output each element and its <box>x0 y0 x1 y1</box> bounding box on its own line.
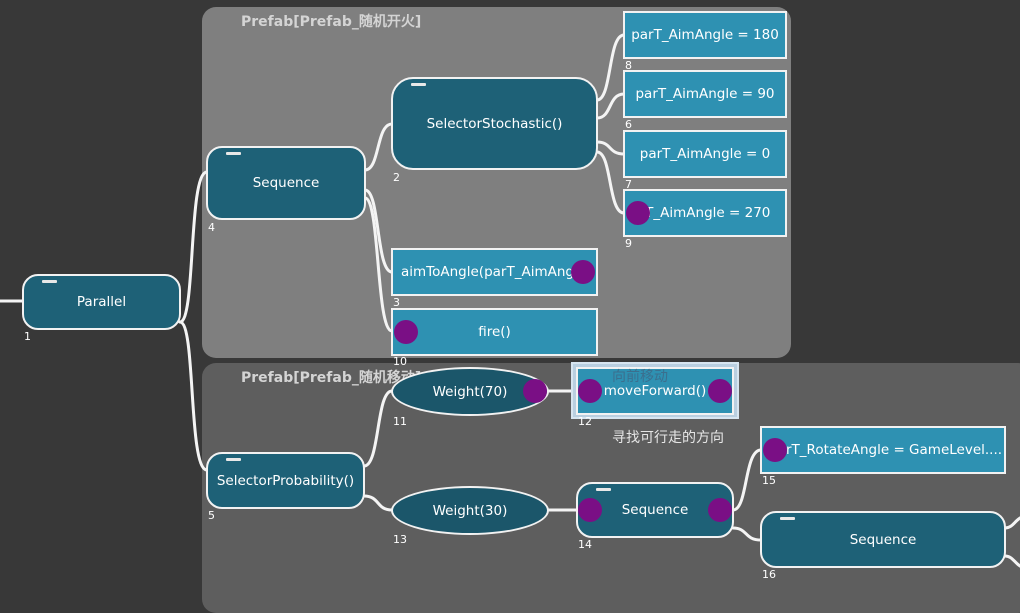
node-index: 1 <box>24 330 31 343</box>
node-sequence-c[interactable]: Sequence <box>760 511 1006 568</box>
node-index: 16 <box>762 568 776 581</box>
node-index: 11 <box>393 415 407 428</box>
node-selector-probability[interactable]: SelectorProbability() <box>206 452 365 509</box>
node-index: 14 <box>578 538 592 551</box>
node-index: 7 <box>625 178 632 191</box>
node-label: parT_AimAngle = 90 <box>635 86 775 102</box>
breakpoint-dot[interactable] <box>578 379 602 403</box>
wire-prob-w70 <box>362 389 394 468</box>
node-aim-270[interactable]: rT_AimAngle = 270 <box>623 189 787 237</box>
breakpoint-dot[interactable] <box>571 260 595 284</box>
node-weight-30[interactable]: Weight(30) <box>391 486 549 535</box>
node-label: rT_AimAngle = 270 <box>639 205 771 221</box>
breakpoint-dot[interactable] <box>763 438 787 462</box>
node-index: 4 <box>208 221 215 234</box>
node-aim-0[interactable]: parT_AimAngle = 0 <box>623 130 787 178</box>
breakpoint-dot[interactable] <box>626 201 650 225</box>
node-sequence-b[interactable]: Sequence <box>576 482 734 538</box>
node-move-forward[interactable]: moveForward() <box>576 367 734 415</box>
node-label: fire() <box>478 324 511 340</box>
node-label: aimToAngle(parT_AimAngl <box>401 264 578 280</box>
comment-move-forward: 向前移动 <box>612 369 668 385</box>
node-label: parT_AimAngle = 180 <box>631 27 779 43</box>
wire-seqb-seqc <box>731 526 763 542</box>
connection-wires <box>0 33 1020 568</box>
wire-sequence-fire <box>363 196 394 333</box>
node-label: Weight(70) <box>432 383 508 400</box>
node-index: 12 <box>578 415 592 428</box>
node-index: 2 <box>393 171 400 184</box>
breakpoint-dot[interactable] <box>394 320 418 344</box>
breakpoint-dot[interactable] <box>578 498 602 522</box>
wire-stoch-90 <box>595 92 626 120</box>
wire-seqc-out2 <box>1003 554 1020 568</box>
node-label: Sequence <box>849 531 917 548</box>
node-index: 8 <box>625 59 632 72</box>
wire-seqc-out1 <box>1003 516 1020 530</box>
wire-parallel-sequence <box>178 170 209 324</box>
node-label: SelectorProbability() <box>216 472 355 489</box>
node-weight-70[interactable]: Weight(70) <box>391 367 549 416</box>
wire-stoch-0 <box>595 140 626 156</box>
breakpoint-dot[interactable] <box>708 498 732 522</box>
breakpoint-dot[interactable] <box>708 379 732 403</box>
node-label: rT_RotateAngle = GameLevel.... <box>786 442 1003 458</box>
node-aim-to-angle[interactable]: aimToAngle(parT_AimAngl <box>391 248 598 296</box>
wire-seqb-rotate <box>731 448 763 512</box>
node-label: SelectorStochastic() <box>426 115 563 132</box>
node-index: 10 <box>393 355 407 368</box>
node-label: Sequence <box>621 502 689 518</box>
comment-find-direction: 寻找可行走的方向 <box>612 430 724 446</box>
node-index: 5 <box>208 509 215 522</box>
node-index: 15 <box>762 474 776 487</box>
wire-parallel-selectorprob <box>178 320 209 472</box>
node-label: Sequence <box>252 175 320 191</box>
node-rotate-angle[interactable]: rT_RotateAngle = GameLevel.... <box>760 426 1006 474</box>
node-aim-90[interactable]: parT_AimAngle = 90 <box>623 70 787 118</box>
node-aim-180[interactable]: parT_AimAngle = 180 <box>623 11 787 59</box>
node-label: Parallel <box>76 294 127 310</box>
node-index: 6 <box>625 118 632 131</box>
wire-sequence-aim <box>363 188 394 274</box>
node-parallel[interactable]: Parallel <box>22 274 181 330</box>
node-index: 3 <box>393 296 400 309</box>
node-label: moveForward() <box>603 383 707 399</box>
node-index: 9 <box>625 237 632 250</box>
wire-stoch-270 <box>595 150 626 215</box>
node-label: Weight(30) <box>432 502 508 519</box>
wire-sequence-selectorstoch <box>363 122 394 172</box>
node-fire[interactable]: fire() <box>391 308 598 356</box>
breakpoint-dot[interactable] <box>523 379 547 403</box>
prefab-title-random-move: Prefab[Prefab_随机移动] <box>241 370 422 386</box>
node-label: parT_AimAngle = 0 <box>639 146 771 162</box>
prefab-title-random-fire: Prefab[Prefab_随机开火] <box>241 14 422 30</box>
node-sequence-a[interactable]: Sequence <box>206 146 366 220</box>
node-index: 13 <box>393 533 407 546</box>
wire-stoch-180 <box>595 33 626 102</box>
wire-prob-w30 <box>362 494 394 512</box>
node-selector-stochastic[interactable]: SelectorStochastic() <box>391 77 598 170</box>
